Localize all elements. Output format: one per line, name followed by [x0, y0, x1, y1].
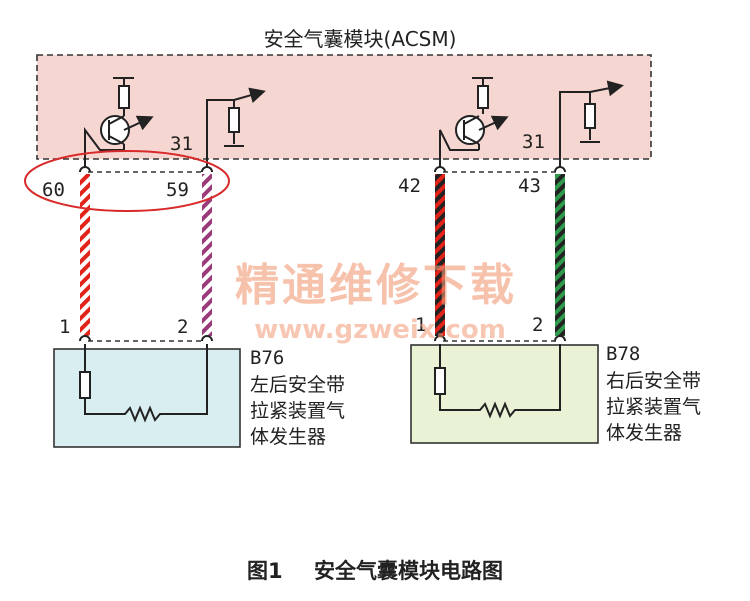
- pin-label: 59: [166, 179, 189, 201]
- acsm-module-box: [36, 54, 652, 160]
- pin-label: 31: [522, 131, 545, 153]
- right-pullup-circuit: [559, 80, 624, 168]
- device-b78-circuit: [434, 344, 561, 419]
- left-transistor-circuit: [84, 77, 154, 168]
- wire-violet-white: [202, 174, 212, 336]
- wire-red-white: [80, 174, 90, 336]
- device-name-line: 拉紧装置气: [606, 396, 701, 418]
- module-connector-hooks: [79, 166, 566, 173]
- device-pin-label: 1: [59, 316, 70, 338]
- pin-label: 42: [398, 175, 421, 197]
- figure-caption: 图1 安全气囊模块电路图: [247, 559, 503, 583]
- figure-title: 安全气囊模块电路图: [314, 559, 503, 583]
- pin-label: 31: [170, 133, 193, 155]
- watermark-chinese: 精通维修下载: [235, 260, 517, 311]
- device-pin-label: 2: [177, 316, 188, 338]
- device-name-line: 体发生器: [250, 426, 326, 448]
- device-b76-label: B76 左后安全带 拉紧装置气 体发生器: [250, 347, 345, 448]
- right-transistor-circuit: [439, 77, 509, 168]
- device-code: B78: [606, 343, 640, 365]
- wire-black-red: [435, 174, 445, 336]
- device-connector-hooks: [79, 335, 566, 342]
- device-b76-circuit: [79, 344, 208, 423]
- device-pin-label: 2: [532, 314, 543, 336]
- device-name-line: 拉紧装置气: [250, 400, 345, 422]
- device-code: B76: [250, 347, 284, 369]
- device-b78-label: B78 右后安全带 拉紧装置气 体发生器: [606, 343, 701, 444]
- device-name-line: 左后安全带: [250, 374, 345, 396]
- left-pullup-circuit: [206, 87, 266, 168]
- watermark-url: www.gzweix.com: [254, 315, 506, 345]
- wire-black-green: [555, 174, 565, 336]
- module-title: 安全气囊模块(ACSM): [264, 27, 457, 51]
- device-name-line: 右后安全带: [606, 370, 701, 392]
- highlight-ellipse: [24, 150, 230, 212]
- pin-label: 60: [42, 179, 65, 201]
- device-name-line: 体发生器: [606, 422, 682, 444]
- device-pin-label: 1: [415, 314, 426, 336]
- pin-label: 43: [518, 175, 541, 197]
- figure-number: 图1: [247, 559, 283, 583]
